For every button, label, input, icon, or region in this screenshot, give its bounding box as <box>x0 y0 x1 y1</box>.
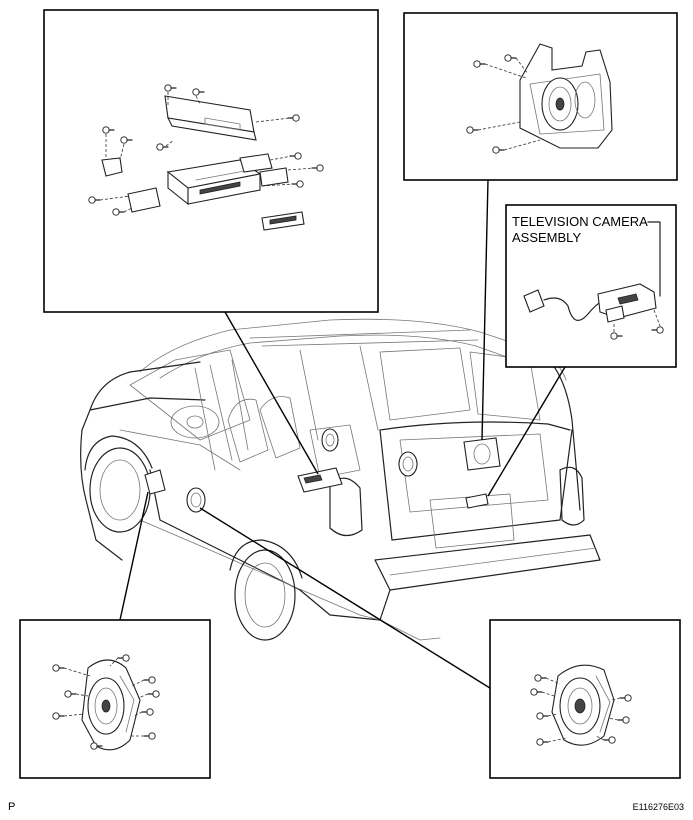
camera-label-line1: TELEVISION CAMERA <box>512 214 648 229</box>
figure-code: E116276E03 <box>633 802 684 812</box>
amplifier-detail-box <box>43 9 379 313</box>
callout-lines <box>119 179 566 699</box>
camera-detail-box: TELEVISION CAMERA ASSEMBLY <box>505 204 677 368</box>
door-speaker-detail-box <box>19 619 211 779</box>
vehicle-outline <box>80 318 601 641</box>
woofer-detail-box <box>403 12 678 181</box>
page-marker: P <box>8 801 15 813</box>
camera-label-line2: ASSEMBLY <box>512 230 581 245</box>
rear-speaker-detail-box <box>489 619 681 779</box>
